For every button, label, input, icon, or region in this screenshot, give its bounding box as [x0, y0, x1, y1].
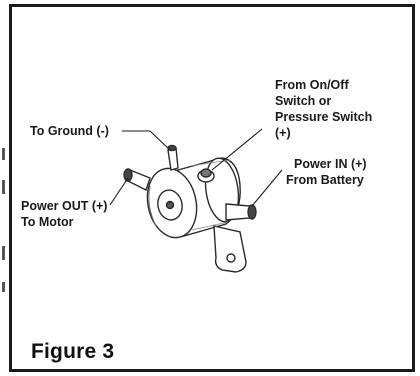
label-power-out-1: Power OUT (+) — [21, 199, 108, 213]
power-out-nut — [123, 168, 133, 182]
label-to-ground: To Ground (-) — [30, 124, 109, 138]
ground-terminal-post — [167, 147, 179, 171]
leader-ground — [122, 130, 171, 151]
label-power-in-1: Power IN (+) — [294, 157, 367, 171]
edge-mark — [2, 282, 5, 292]
solenoid-icon — [123, 144, 257, 273]
page-edge-marks — [0, 0, 8, 376]
face-shading — [148, 185, 157, 227]
power-in-nut — [247, 204, 257, 220]
label-power-out-2: To Motor — [21, 215, 74, 229]
power-in-stud — [225, 203, 251, 221]
leader-onoff — [211, 128, 263, 171]
leader-power-out — [109, 177, 129, 206]
edge-mark — [2, 148, 5, 160]
label-onoff-3: Pressure Switch — [275, 110, 373, 124]
mounting-bracket — [213, 225, 247, 273]
body-shadow — [191, 221, 229, 231]
edge-mark — [2, 246, 5, 260]
label-onoff-1: From On/Off — [275, 78, 349, 92]
label-onoff-2: Switch or — [275, 94, 332, 108]
switch-terminal — [200, 168, 212, 178]
front-center-hole — [165, 200, 175, 210]
figure-caption: Figure 3 — [31, 340, 115, 363]
figure-frame — [9, 4, 415, 372]
label-onoff-4: (+) — [275, 126, 291, 140]
leader-power-in — [251, 169, 283, 207]
edge-mark — [2, 180, 5, 194]
bracket-hole — [226, 253, 236, 263]
label-power-in-2: From Battery — [286, 173, 364, 187]
